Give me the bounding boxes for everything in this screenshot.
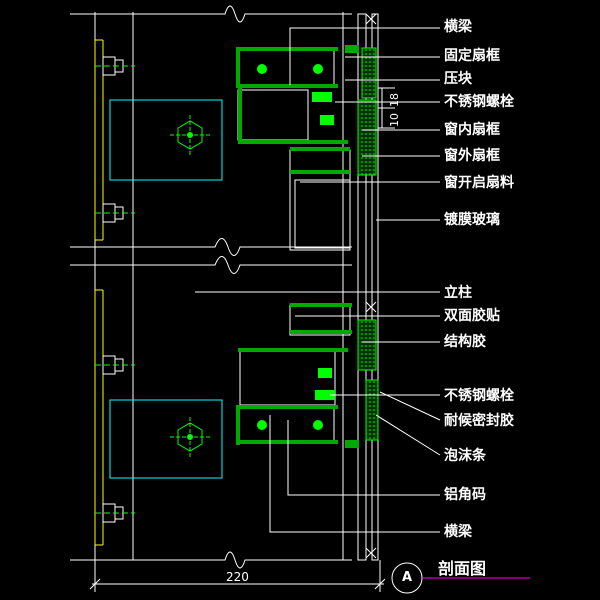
dimension-width: 220 [226,570,249,584]
lower-screws [257,368,335,430]
label-coated-glass: 镀膜玻璃 [444,212,500,228]
dimension-gap-b: 18 [388,93,401,107]
break-lines [70,5,352,569]
glass-panel [345,13,379,561]
dimension-gap-a: 10 [388,113,401,127]
lower-transom [237,304,351,444]
glass-hatch [365,13,377,559]
label-double-sided-tape: 双面胶贴 [444,308,500,324]
label-weather-sealant: 耐候密封胶 [444,413,514,429]
label-transom-top: 横梁 [444,19,472,35]
hex-bolts [170,115,210,457]
label-transom-bottom: 横梁 [444,524,472,540]
bolt-axes [95,65,135,514]
upper-profile-fill [236,47,350,174]
label-pressure-block: 压块 [444,71,472,87]
label-stainless-bolt-upper: 不锈钢螺栓 [444,94,514,110]
leader-lines [195,27,441,533]
section-title: 剖面图 [438,559,487,578]
upper-screws [257,64,334,125]
label-structural-sealant: 结构胶 [444,334,486,350]
label-stainless-bolt-lower: 不锈钢螺栓 [444,388,514,404]
anchor-plates [94,39,104,546]
label-outer-sash-frame: 窗外扇框 [444,148,500,164]
anchor-bolts [102,56,124,523]
section-mark: A [402,570,413,585]
label-inner-sash-frame: 窗内扇框 [444,122,500,138]
connector-blocks [109,99,223,479]
label-mullion: 立柱 [444,285,472,301]
width-dimension [89,560,386,592]
label-aluminum-angle: 铝角码 [444,487,486,503]
vertical-dimension [378,87,395,129]
label-foam-rod: 泡沫条 [444,448,486,464]
label-opening-sash-profile: 窗开启扇料 [444,175,514,191]
label-fixed-sash-frame: 固定扇框 [444,48,500,64]
